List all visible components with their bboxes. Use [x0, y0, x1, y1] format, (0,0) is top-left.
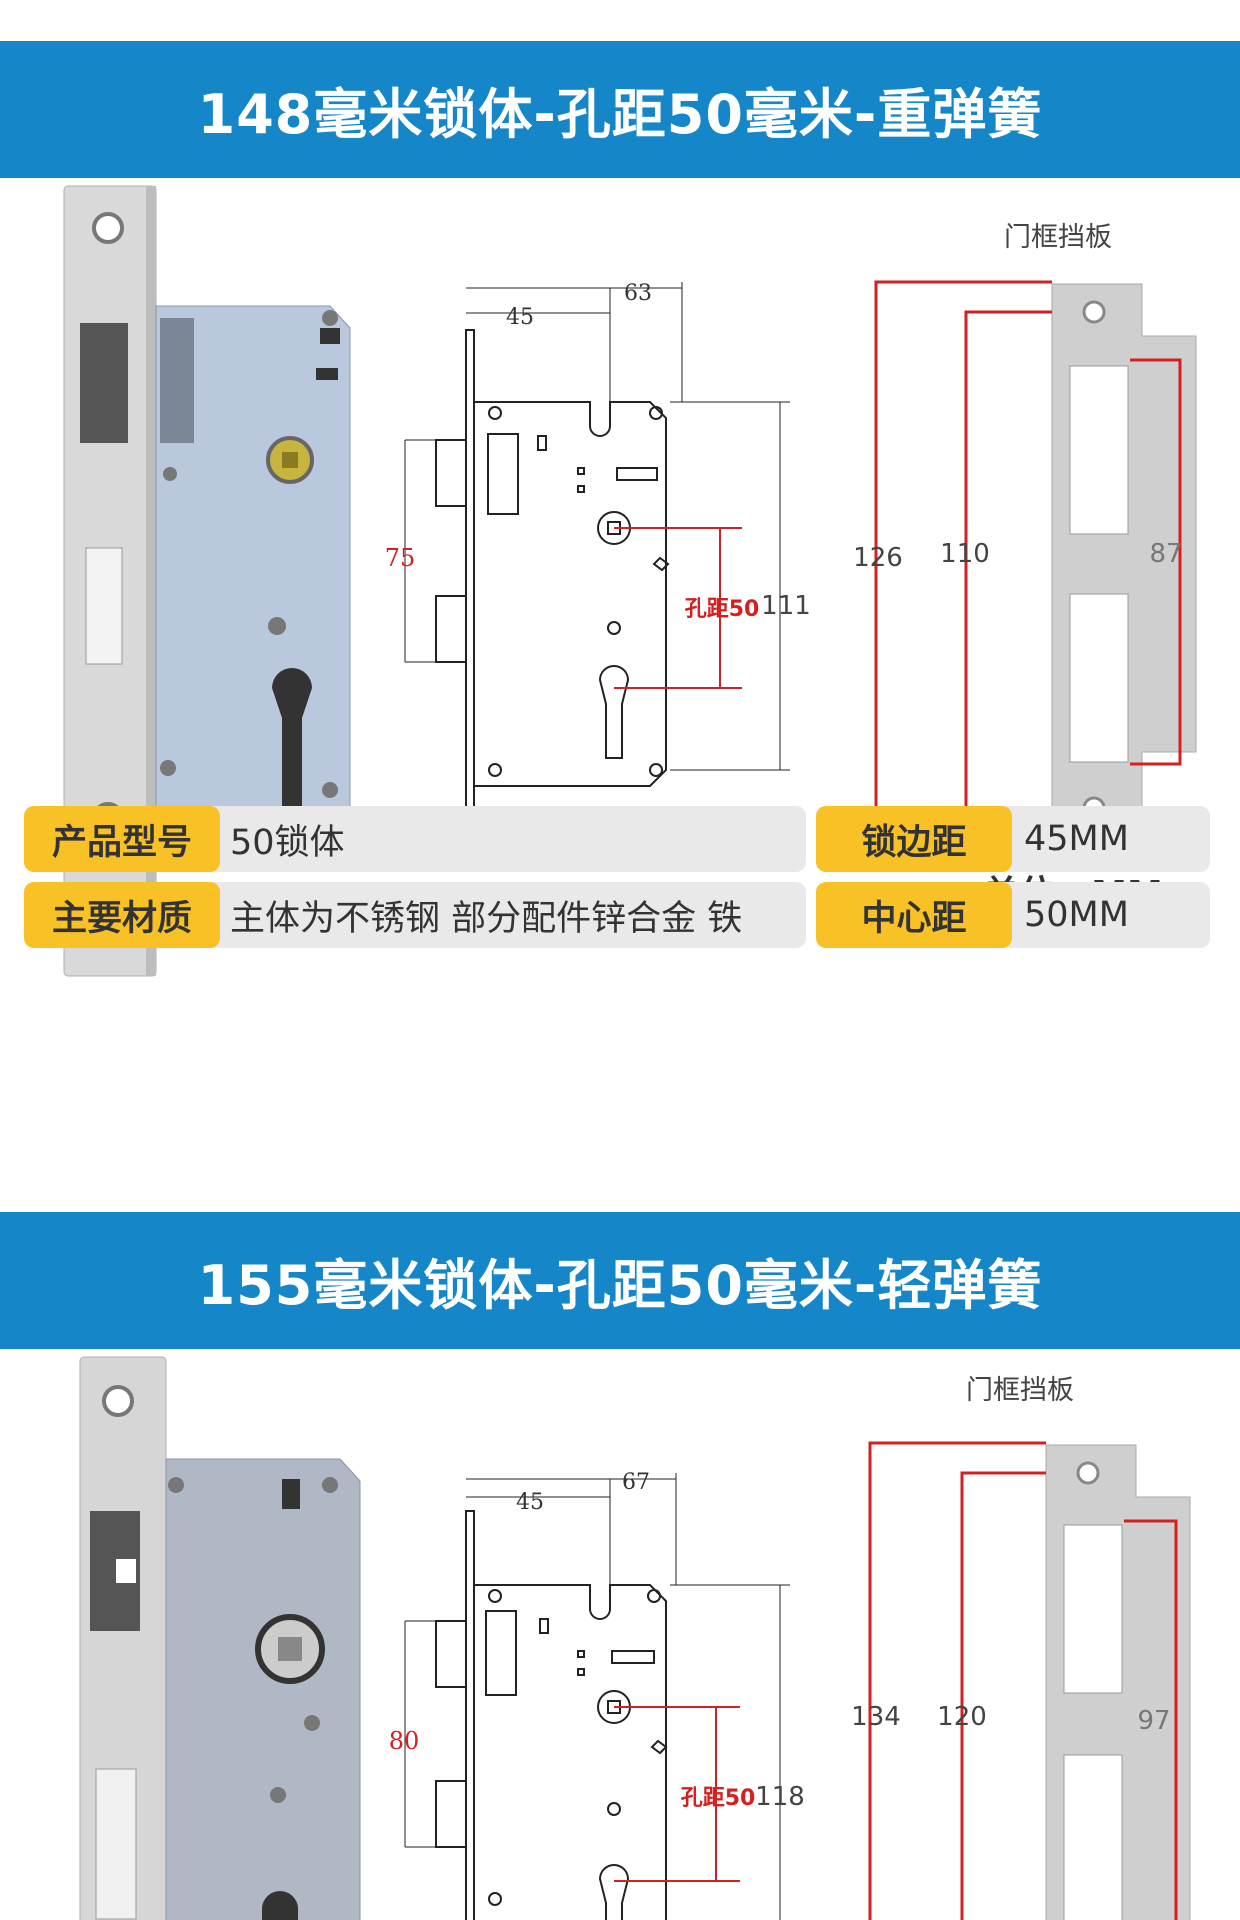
dim-67: 67 [622, 1470, 650, 1495]
screw-hole-icon [102, 1385, 134, 1417]
screw-hole-icon [92, 212, 124, 244]
lock-body-photo [79, 1356, 361, 1920]
section2-title: 155毫米锁体-孔距50毫米-轻弹簧 [197, 1254, 1043, 1317]
hole-distance-label: 孔距50 [681, 1786, 756, 1811]
strike-plate-title: 门框挡板 [966, 1375, 1074, 1406]
dim-97: 97 [1137, 1706, 1170, 1736]
strike-dim-lines [868, 1441, 1178, 1920]
cylinder-hole [272, 668, 312, 818]
dim-134: 134 [851, 1702, 901, 1732]
dim-111: 111 [761, 591, 811, 621]
backset-value: 45MM [1024, 819, 1129, 859]
dim-45: 45 [516, 1490, 544, 1515]
strike-plate [1045, 1444, 1191, 1920]
spec-row: 主要材质 主体为不锈钢 部分配件锌合金 铁 中心距 50MM [24, 882, 1210, 948]
model-value: 50锁体 [230, 822, 345, 863]
backset-label: 锁边距 [816, 806, 1012, 872]
section1-illustration: 45 63 75 孔距50 111 门框挡板 126 110 87 单位：MM [63, 185, 1197, 977]
section2-content: 45 67 80 孔距50 118 门框挡板 134 120 97 [0, 1349, 1240, 1920]
dim-80: 80 [389, 1727, 420, 1755]
dim-45: 45 [506, 305, 534, 330]
spec-row: 产品型号 50锁体 锁边距 45MM [24, 806, 1210, 872]
dim-120: 120 [937, 1702, 987, 1732]
lock-body-photo [63, 185, 351, 977]
dim-63: 63 [624, 281, 652, 306]
dim-118: 118 [755, 1782, 805, 1812]
hole-distance-lines [614, 527, 742, 689]
section2-illustration: 45 67 80 孔距50 118 门框挡板 134 120 97 [79, 1356, 1191, 1920]
lock-case [165, 1458, 361, 1920]
center-distance-label: 中心距 [816, 882, 1012, 948]
section1-banner: 148毫米锁体-孔距50毫米-重弹簧 [0, 41, 1240, 178]
hole-distance-lines [614, 1706, 740, 1882]
technical-drawing [404, 282, 790, 863]
material-value: 主体为不锈钢 部分配件锌合金 铁 [230, 898, 743, 939]
cylinder-hole [262, 1891, 298, 1920]
section1-title: 148毫米锁体-孔距50毫米-重弹簧 [197, 83, 1043, 146]
deadbolt [85, 547, 123, 665]
dim-87: 87 [1149, 539, 1182, 569]
dim-110: 110 [940, 539, 990, 569]
section1-content: 45 63 75 孔距50 111 门框挡板 126 110 87 单位：MM [0, 178, 1240, 978]
section2-banner: 155毫米锁体-孔距50毫米-轻弹簧 [0, 1212, 1240, 1349]
strike-plate-title: 门框挡板 [1004, 222, 1112, 253]
strike-plate [1051, 283, 1197, 841]
dim-126: 126 [853, 543, 903, 573]
deadbolt [95, 1768, 137, 1920]
model-label: 产品型号 [24, 806, 220, 872]
technical-drawing [404, 1473, 790, 1920]
hole-distance-label: 孔距50 [685, 597, 760, 622]
dim-75: 75 [385, 544, 416, 572]
material-label: 主要材质 [24, 882, 220, 948]
latch-bolt [80, 323, 128, 443]
center-distance-value: 50MM [1024, 895, 1129, 935]
